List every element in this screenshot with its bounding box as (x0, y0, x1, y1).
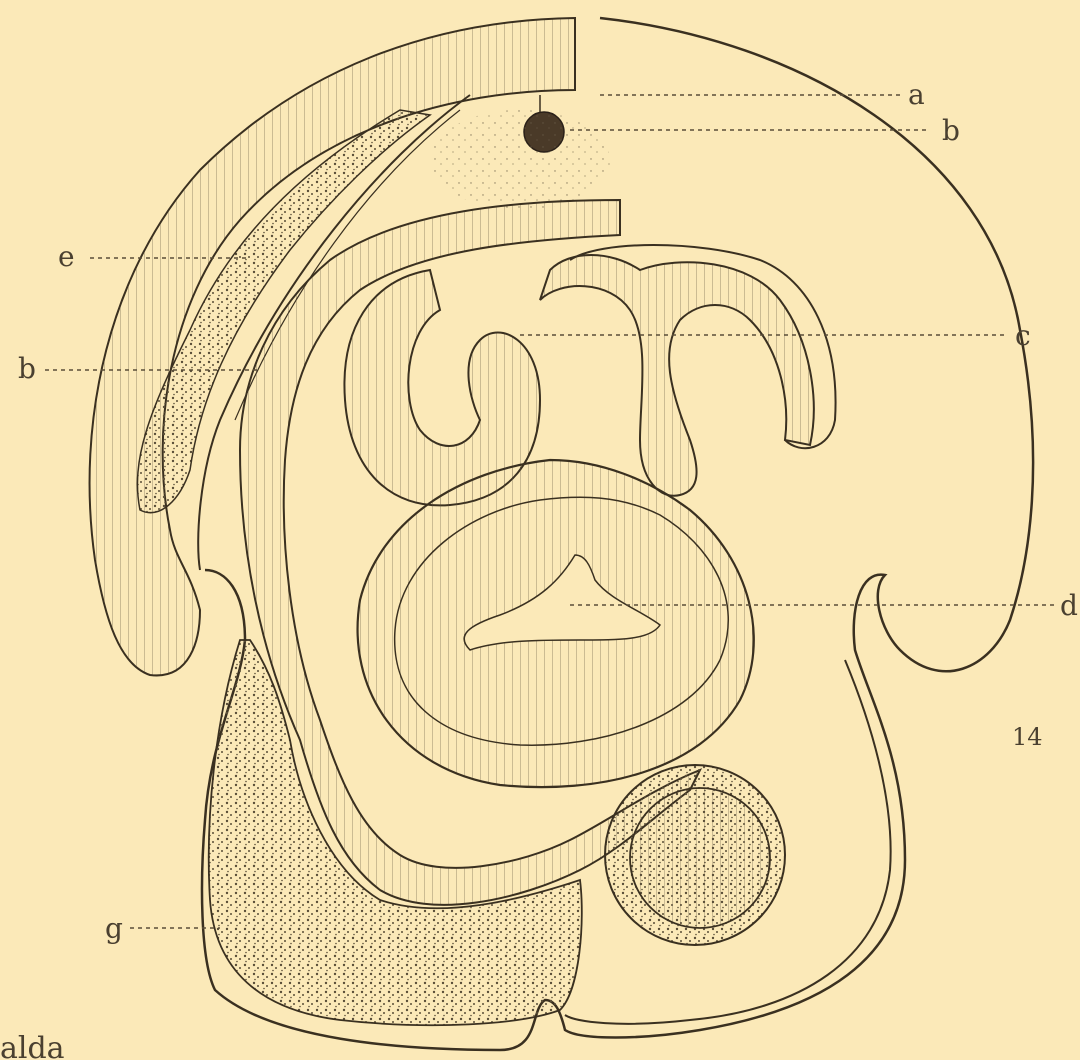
corner-fragment-text: alda (0, 1031, 65, 1060)
label-a: a (908, 78, 925, 111)
label-c: c (1015, 319, 1031, 352)
coil-loop-middle (540, 255, 814, 496)
label-g: g (105, 912, 123, 945)
label-b-left: b (18, 352, 36, 385)
figure-number: 14 (1012, 723, 1043, 751)
label-b-top: b (942, 114, 960, 147)
label-e: e (58, 240, 75, 273)
round-vesicle-inner (630, 788, 770, 928)
label-d: d (1060, 589, 1078, 622)
